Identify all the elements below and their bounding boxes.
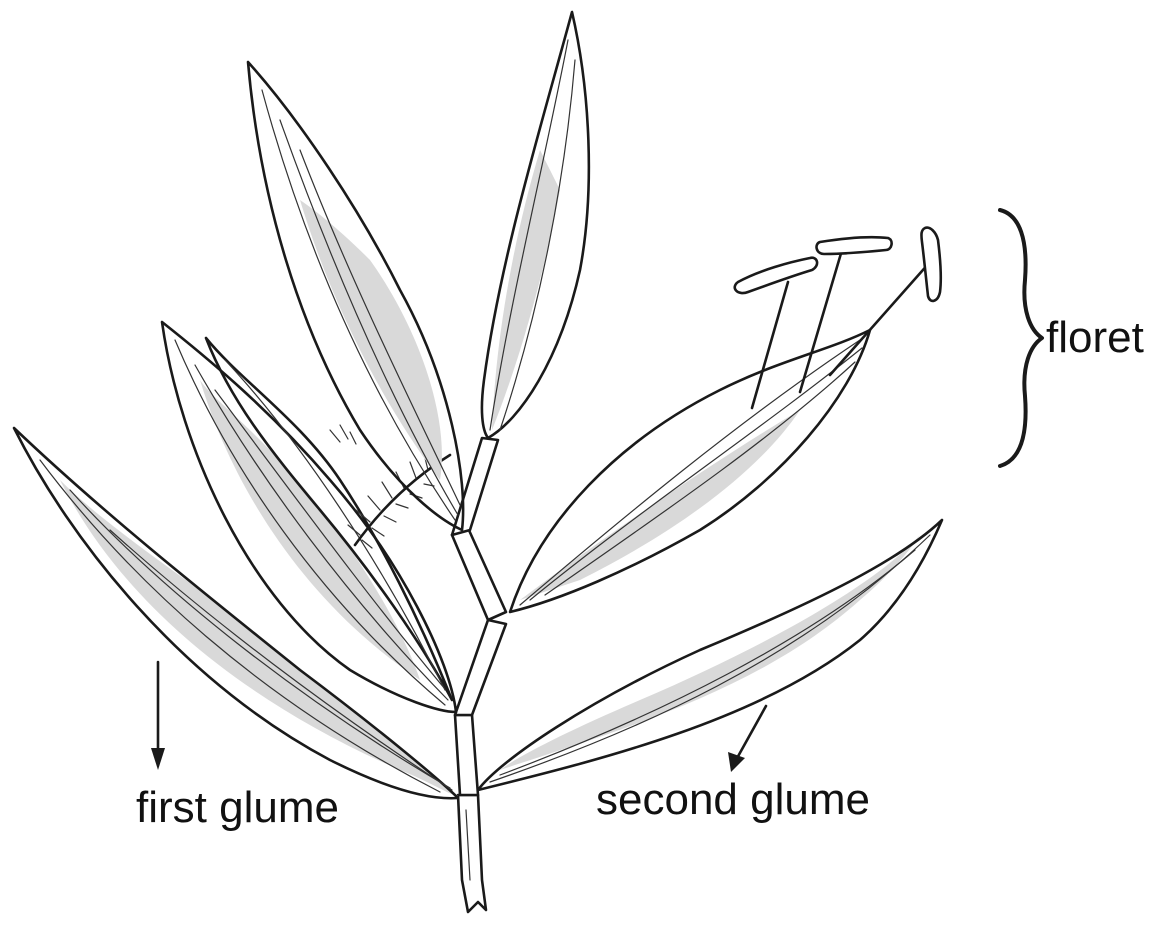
first-glume-arrow	[151, 662, 165, 770]
anther-1	[735, 258, 817, 293]
floret-label: floret	[1046, 313, 1144, 362]
stem	[452, 438, 506, 912]
anther-3	[921, 228, 940, 301]
floret-bracket	[1000, 210, 1042, 466]
second-glume-arrow	[728, 706, 766, 772]
right-floret	[510, 330, 870, 612]
top-floret	[482, 12, 589, 438]
stamens	[735, 228, 941, 408]
anther-2	[817, 237, 892, 254]
second-glume	[478, 520, 942, 790]
first-glume-label: first glume	[136, 783, 339, 832]
second-glume-label: second glume	[596, 775, 870, 824]
first-glume	[14, 428, 458, 798]
